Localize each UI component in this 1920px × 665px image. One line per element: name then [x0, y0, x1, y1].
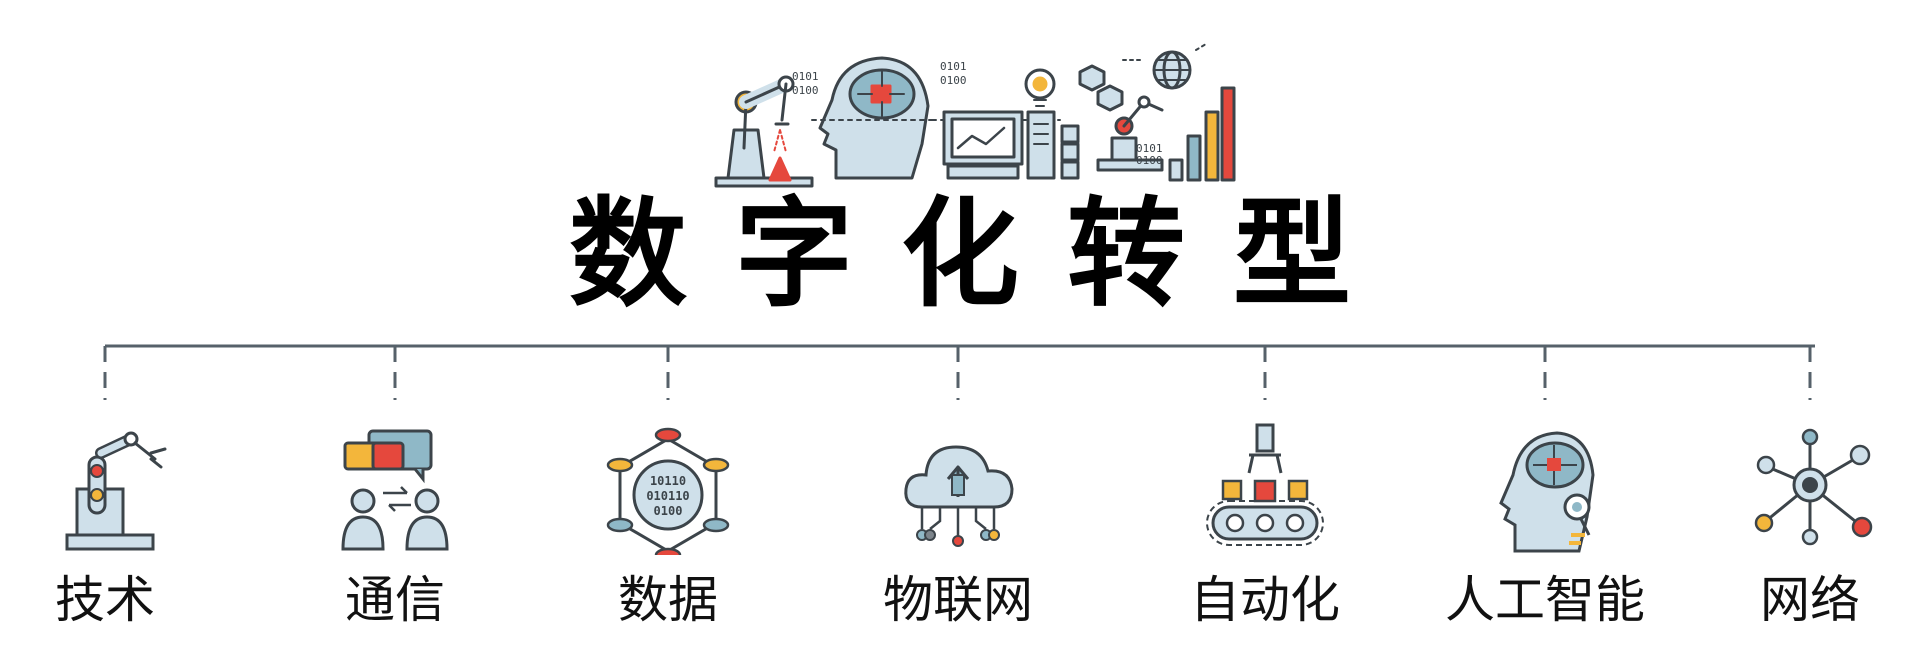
ai-head-icon [1499, 431, 1595, 553]
data-binary-text: 10110 [650, 474, 686, 488]
category-label: 人工智能 [1445, 571, 1645, 629]
page-title: 数字化转型 [568, 185, 1399, 323]
category-label: 通信 [345, 571, 445, 629]
data-binary-text: 010110 [646, 489, 689, 503]
binary-text: 0101 [940, 60, 967, 73]
category-node: 技术 [0, 420, 215, 640]
binary-text: 0101 [1136, 142, 1163, 155]
network-icon [1754, 428, 1873, 546]
category-node: 物联网 [848, 420, 1068, 640]
category-label: 网络 [1760, 571, 1860, 629]
data-icon: 10110 010110 0100 [606, 427, 730, 555]
category-node: 自动化 [1155, 420, 1375, 640]
binary-text: 0100 [940, 74, 967, 87]
automation-conveyor-icon [1206, 423, 1324, 546]
category-label: 技术 [55, 571, 155, 629]
category-label: 物联网 [883, 571, 1033, 629]
cloud-iot-icon [904, 445, 1014, 547]
hero-illustration: 0101 0100 0101 0100 0101 0100 [714, 43, 1236, 188]
category-node: 人工智能 [1435, 420, 1655, 640]
data-binary-text: 0100 [654, 504, 683, 518]
category-node: 通信 [285, 420, 505, 640]
category-node: 10110 010110 0100 数据 [558, 420, 778, 640]
category-node: 网络 [1700, 420, 1920, 640]
binary-text: 0100 [1136, 154, 1163, 167]
binary-text: 0100 [792, 84, 819, 97]
category-label: 自动化 [1190, 571, 1340, 629]
communication-icon [341, 429, 449, 551]
binary-text: 0101 [792, 70, 819, 83]
category-label: 数据 [618, 571, 718, 629]
robot-arm-icon [65, 431, 167, 551]
